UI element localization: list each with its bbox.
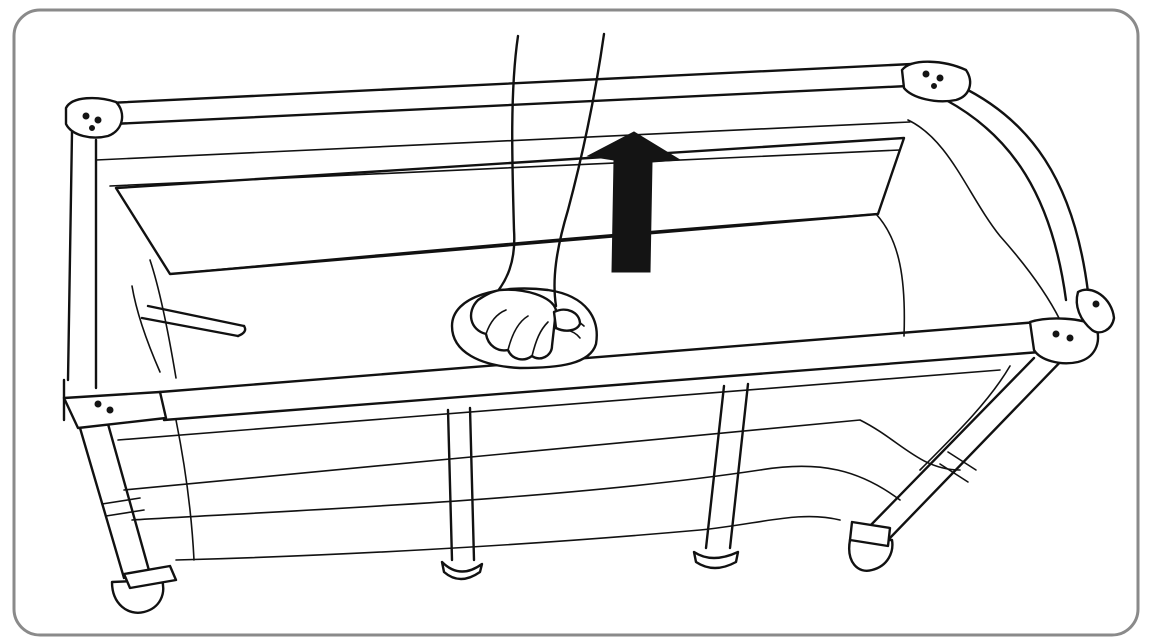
corner-connector-back-right (902, 62, 970, 102)
corner-connector-back-left (66, 98, 122, 137)
